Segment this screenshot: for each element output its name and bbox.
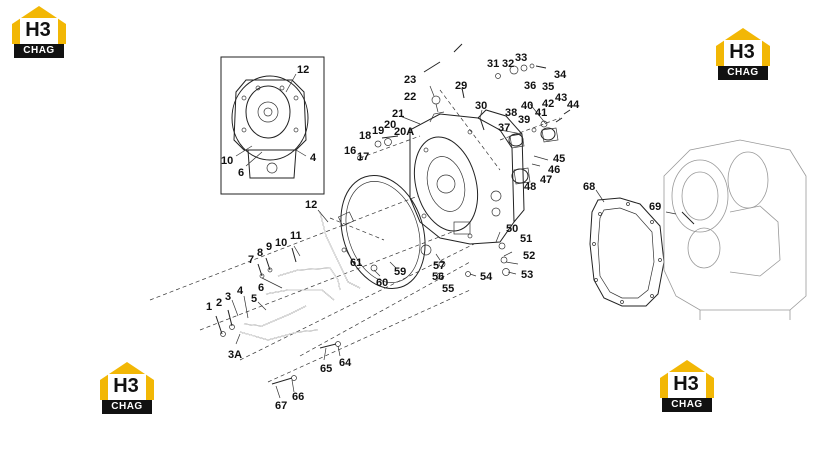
- brand-mark: H3: [729, 41, 755, 63]
- callout-5: 5: [251, 293, 257, 305]
- brand-logo-top-left: H3 CHAG: [8, 4, 70, 62]
- callout-17: 17: [357, 151, 369, 163]
- callout-40: 40: [521, 100, 533, 112]
- callout-23: 23: [404, 74, 416, 86]
- brand-logo-top-right: H3 CHAG: [712, 26, 774, 84]
- callout-6: 6: [258, 282, 264, 294]
- rear-gasket: [589, 197, 665, 307]
- brand-logo-bottom-left: H3 CHAG: [96, 360, 158, 418]
- callout-42: 42: [542, 98, 554, 110]
- brand-plate: CHAG: [662, 398, 712, 412]
- inset-callout-6: 6: [238, 167, 244, 179]
- callout-16: 16: [344, 145, 356, 157]
- callout-21: 21: [392, 108, 404, 120]
- main-housing: [409, 109, 525, 245]
- transmission-body: [663, 139, 807, 320]
- callout-3: 3: [225, 291, 231, 303]
- brand-mark: H3: [113, 375, 139, 397]
- callout-50: 50: [506, 223, 518, 235]
- callout-11: 11: [290, 230, 302, 242]
- callout-66: 66: [292, 391, 304, 403]
- house-icon: [660, 360, 714, 398]
- tube-assemblies: [239, 211, 361, 341]
- explode-lines: [149, 89, 561, 383]
- brand-plate: CHAG: [718, 66, 768, 80]
- callout-68: 68: [583, 181, 595, 193]
- callout-52: 52: [523, 250, 535, 262]
- callout-32: 32: [502, 58, 514, 70]
- pistons: [508, 127, 559, 185]
- callout-36: 36: [524, 80, 536, 92]
- callout-8: 8: [257, 247, 263, 259]
- inset-callout-12: 12: [297, 64, 309, 76]
- callout-44: 44: [567, 99, 580, 111]
- callout-30: 30: [475, 100, 487, 112]
- callout-33: 33: [515, 52, 527, 64]
- inset-detail: 12 10 6 4: [220, 56, 325, 195]
- callout-65: 65: [320, 363, 332, 375]
- callout-22: 22: [404, 91, 416, 103]
- callout-19: 19: [372, 125, 384, 137]
- callout-45: 45: [553, 153, 565, 165]
- callout-64: 64: [339, 357, 352, 369]
- callout-61: 61: [350, 257, 362, 269]
- callout-55: 55: [442, 283, 454, 295]
- brand-plate: CHAG: [102, 400, 152, 414]
- callout-12: 12: [305, 199, 317, 211]
- callout-9: 9: [266, 241, 272, 253]
- callout-69: 69: [649, 201, 661, 213]
- callout-20a: 20A: [394, 126, 414, 138]
- callout-46: 46: [548, 164, 560, 176]
- house-icon: [12, 6, 66, 44]
- house-icon: [716, 28, 770, 66]
- callout-54: 54: [480, 271, 493, 283]
- callout-51: 51: [520, 233, 532, 245]
- brand-mark: H3: [673, 373, 699, 395]
- callout-59: 59: [394, 266, 406, 278]
- brand-logo-bottom-right: H3 CHAG: [656, 358, 718, 416]
- callout-53: 53: [521, 269, 533, 281]
- inset-callout-10: 10: [221, 155, 233, 167]
- callout-43: 43: [555, 92, 567, 104]
- house-icon: [100, 362, 154, 400]
- callout-48: 48: [524, 181, 536, 193]
- callout-31: 31: [487, 58, 499, 70]
- callout-4: 4: [237, 285, 244, 297]
- leader-lines: [231, 85, 677, 399]
- callout-41: 41: [535, 107, 547, 119]
- callout-3a: 3A: [228, 349, 242, 361]
- brand-mark: H3: [25, 19, 51, 41]
- callout-47: 47: [540, 174, 552, 186]
- callout-18: 18: [359, 130, 371, 142]
- callout-39: 39: [518, 114, 530, 126]
- callout-labels: 1 2 3 3A 4 5 6 7 8 9 10 11 12 16 17 18 1…: [206, 52, 661, 412]
- inset-callout-4: 4: [310, 152, 317, 164]
- callout-10: 10: [275, 237, 287, 249]
- callout-35: 35: [542, 81, 554, 93]
- callout-37: 37: [498, 122, 510, 134]
- fasteners: [215, 43, 571, 385]
- callout-34: 34: [554, 69, 567, 81]
- callout-2: 2: [216, 297, 222, 309]
- callout-38: 38: [505, 107, 517, 119]
- callout-56: 56: [432, 271, 444, 283]
- brand-plate: CHAG: [14, 44, 64, 58]
- callout-1: 1: [206, 301, 212, 313]
- callout-67: 67: [275, 400, 287, 412]
- callout-7: 7: [248, 254, 254, 266]
- callout-29: 29: [455, 80, 467, 92]
- callout-20: 20: [384, 119, 396, 131]
- callout-60: 60: [376, 277, 388, 289]
- callout-57: 57: [433, 260, 445, 272]
